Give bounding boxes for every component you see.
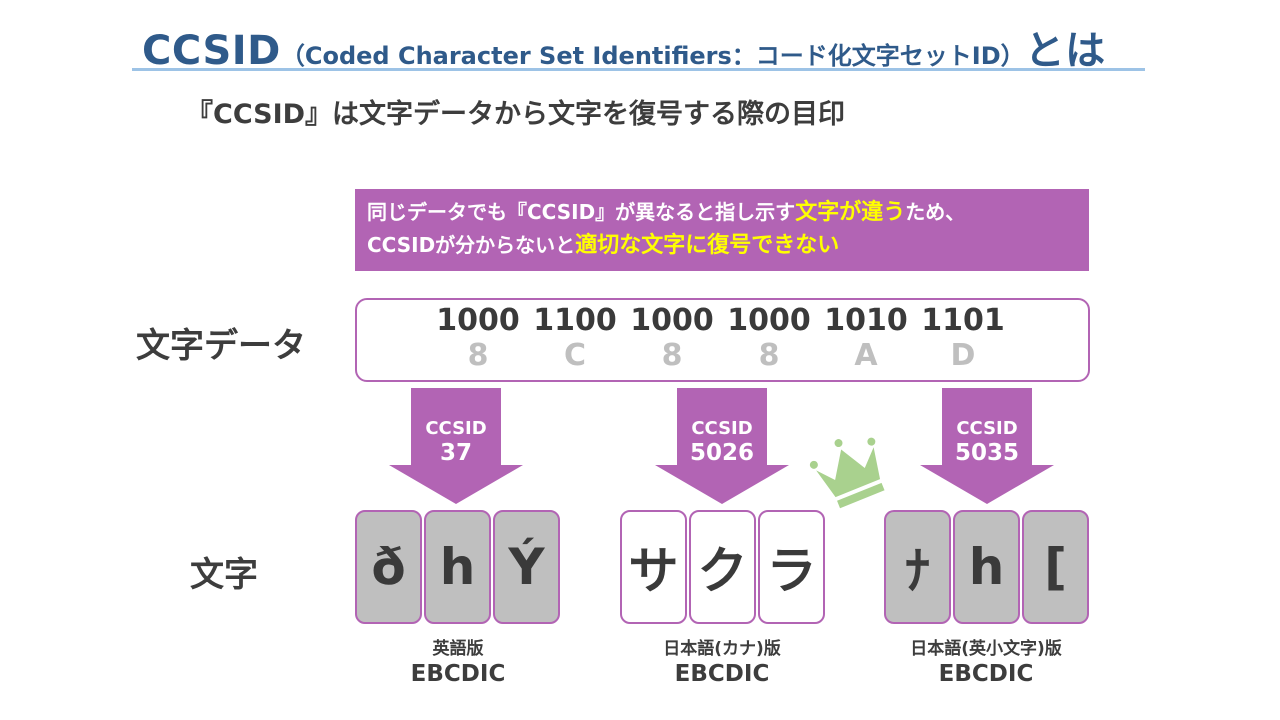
chars-group-japanese-kana: サ ク ラ	[620, 510, 825, 624]
ccsid-label: CCSID	[956, 418, 1018, 439]
callout-box: 同じデータでも『CCSID』が異なると指し示す文字が違うため、 CCSIDが分か…	[355, 189, 1089, 271]
arrow-down-icon	[655, 388, 789, 504]
ccsid-value: 5035	[954, 440, 1019, 466]
chars-group-english: ð h Ý	[355, 510, 560, 624]
char-cell: h	[424, 510, 491, 624]
title-suffix: とは	[1024, 28, 1106, 74]
title-parenthetical: （Coded Character Set Identifiers：コード化文字セ…	[280, 42, 1025, 70]
crown-icon	[809, 437, 885, 509]
char-cell: ラ	[758, 510, 825, 624]
nibble-hex: 8	[467, 338, 489, 373]
ccsid-value: 5026	[689, 440, 754, 466]
nibble-hex: D	[950, 338, 976, 373]
caption-line-2: EBCDIC	[410, 661, 506, 687]
caption-line-2: EBCDIC	[938, 661, 1034, 687]
callout-highlight: 適切な文字に復号できない	[575, 233, 840, 258]
arrow-down-icon	[920, 388, 1054, 504]
nibble: 1101 D	[915, 300, 1011, 374]
nibble-bits: 1101	[921, 303, 1005, 338]
char-cell: Ý	[493, 510, 560, 624]
ccsid-arrow-37: CCSID 37	[389, 388, 523, 504]
caption-line-1: 日本語(英小文字)版	[910, 639, 1062, 659]
caption-line-1: 日本語(カナ)版	[663, 639, 781, 659]
nibble-bits: 1100	[533, 303, 617, 338]
ccsid-label: CCSID	[425, 418, 487, 439]
caption-line-1: 英語版	[432, 639, 484, 659]
page-title: CCSID（Coded Character Set Identifiers：コー…	[142, 18, 1106, 76]
label-character-data: 文字データ	[136, 326, 306, 366]
nibble-hex: 8	[758, 338, 780, 373]
char-cell: ﾅ	[884, 510, 951, 624]
chars-group-japanese-lowercase: ﾅ h [	[884, 510, 1089, 624]
title-main: CCSID	[142, 28, 281, 74]
nibble-bits: 1000	[436, 303, 520, 338]
nibble-bits: 1010	[824, 303, 908, 338]
nibble-hex: 8	[661, 338, 683, 373]
arrow-down-icon	[389, 388, 523, 504]
nibble-bits: 1000	[727, 303, 811, 338]
nibble: 1000 8	[721, 300, 817, 374]
character-data-box: 1000 8 1100 C 1000 8 1000 8 1010 A 1101 …	[355, 298, 1090, 382]
ccsid-value: 37	[439, 440, 472, 466]
nibble-bits: 1000	[630, 303, 714, 338]
callout-text: CCSIDが分からないと	[367, 233, 576, 257]
nibble: 1000 8	[624, 300, 720, 374]
nibble: 1100 C	[527, 300, 623, 374]
label-characters: 文字	[190, 555, 258, 595]
nibble: 1000 8	[430, 300, 526, 374]
ccsid-arrow-5026: CCSID 5026	[655, 388, 789, 504]
char-cell: h	[953, 510, 1020, 624]
callout-highlight: 文字が違う	[795, 200, 906, 225]
callout-text: ため、	[905, 200, 966, 224]
caption-english: 英語版 EBCDIC	[358, 638, 558, 688]
callout-text: 同じデータでも『CCSID』が異なると指し示す	[367, 200, 796, 224]
callout-line-2: CCSIDが分からないと適切な文字に復号できない	[367, 229, 1089, 262]
ccsid-label: CCSID	[691, 418, 753, 439]
nibble-hex: A	[854, 338, 878, 373]
nibble: 1010 A	[818, 300, 914, 374]
caption-japanese-kana: 日本語(カナ)版 EBCDIC	[622, 638, 822, 688]
subtitle: 『CCSID』は文字データから文字を復号する際の目印	[186, 99, 846, 130]
caption-japanese-lowercase: 日本語(英小文字)版 EBCDIC	[876, 638, 1096, 688]
char-cell: ð	[355, 510, 422, 624]
char-cell: ク	[689, 510, 756, 624]
char-cell: サ	[620, 510, 687, 624]
nibble-hex: C	[563, 338, 587, 373]
title-underline	[132, 68, 1145, 71]
ccsid-arrow-5035: CCSID 5035	[920, 388, 1054, 504]
char-cell: [	[1022, 510, 1089, 624]
callout-line-1: 同じデータでも『CCSID』が異なると指し示す文字が違うため、	[367, 196, 1089, 229]
caption-line-2: EBCDIC	[674, 661, 770, 687]
